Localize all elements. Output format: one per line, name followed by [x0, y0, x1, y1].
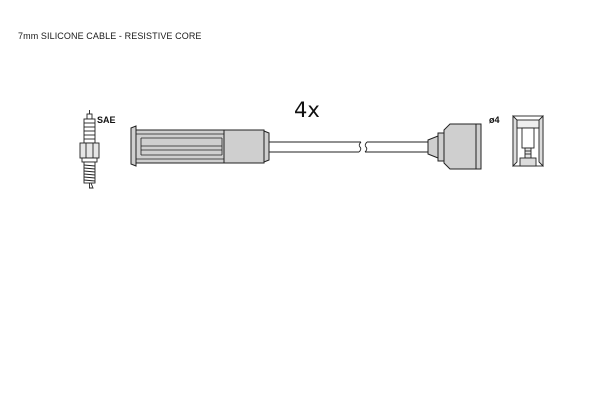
page-title: 7mm SILICONE CABLE - RESISTIVE CORE: [18, 31, 202, 41]
coil-boot: [427, 123, 482, 170]
coil-terminal-icon: [512, 114, 544, 168]
spark-plug-icon: [79, 110, 100, 189]
plug-boot: [130, 125, 270, 167]
cable: [269, 141, 428, 153]
sae-label: SAE: [97, 115, 116, 125]
terminal-diameter-label: ø4: [489, 115, 500, 125]
quantity-label: 4x: [294, 98, 320, 122]
